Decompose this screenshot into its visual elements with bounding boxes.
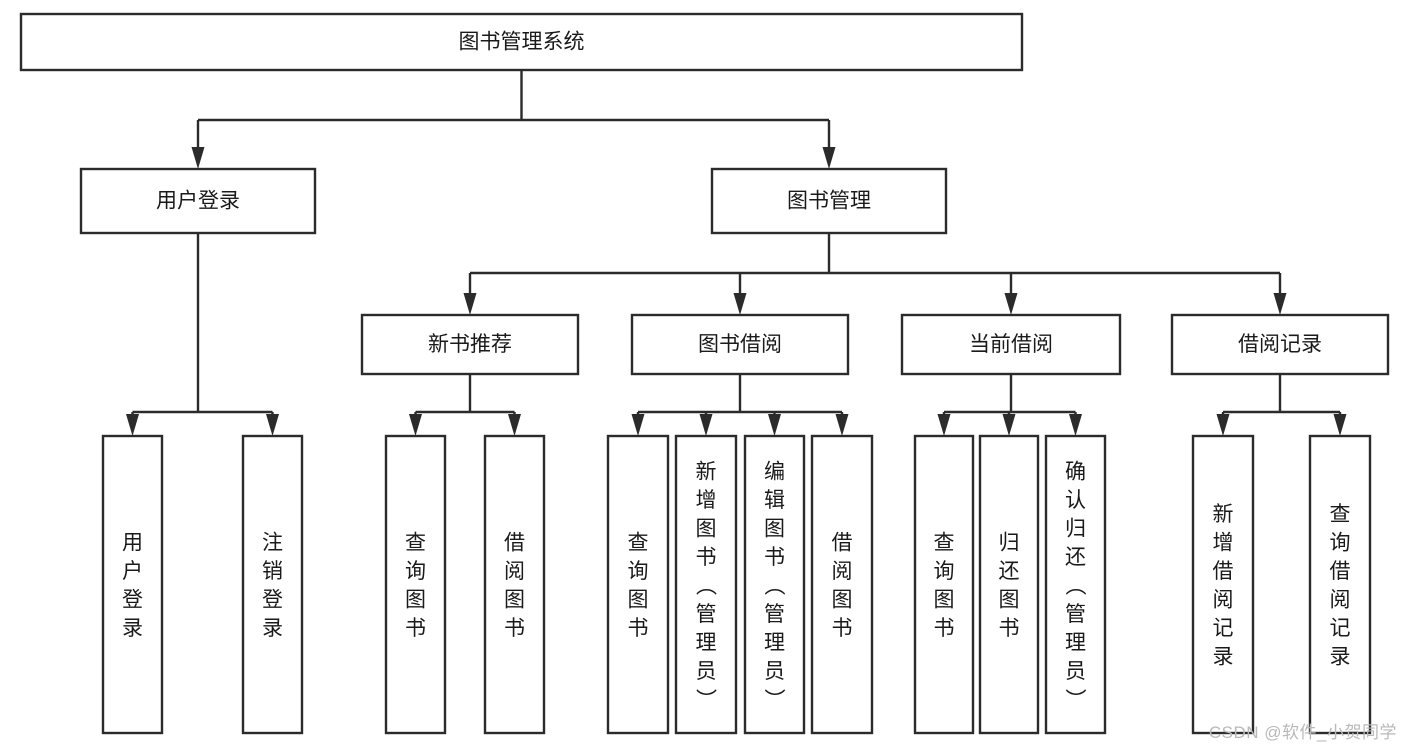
node-layer: 图书管理系统用户登录图书管理新书推荐图书借阅当前借阅借阅记录用户登录注销登录查询… — [19, 12, 1390, 735]
node-box — [384, 434, 447, 735]
node-label: 查询图书 — [405, 532, 426, 641]
node-label: 借阅记录 — [1238, 333, 1322, 356]
node-box — [483, 434, 546, 735]
node-leaf_8[interactable]: 查询图书 — [913, 434, 975, 735]
node-label: 新增借阅记录 — [1213, 503, 1234, 669]
node-leaf_6[interactable]: 编辑图书（管理员） — [743, 434, 806, 735]
node-label: 查询图书 — [934, 532, 955, 641]
arrowhead-icon — [191, 147, 205, 169]
node-l3_1[interactable]: 图书借阅 — [630, 313, 850, 376]
arrowhead-icon — [631, 414, 645, 436]
node-box — [1308, 434, 1372, 735]
node-label: 归还图书 — [999, 532, 1020, 641]
node-label: 新增图书（管理员） — [696, 460, 718, 711]
node-box — [978, 434, 1040, 735]
connector-layer — [126, 70, 1347, 436]
node-label: 图书管理系统 — [459, 31, 585, 54]
arrowhead-icon — [266, 414, 279, 436]
arrowhead-icon — [1004, 293, 1018, 315]
node-box — [101, 434, 164, 735]
arrowhead-icon — [822, 147, 836, 169]
node-label: 图书借阅 — [698, 333, 782, 356]
node-label: 借阅图书 — [504, 532, 525, 641]
node-l2_1[interactable]: 图书管理 — [710, 167, 948, 235]
node-box — [1170, 313, 1390, 376]
node-leaf_12[interactable]: 查询借阅记录 — [1308, 434, 1372, 735]
node-box — [1044, 434, 1107, 735]
node-label: 借阅图书 — [832, 532, 853, 641]
node-box — [900, 313, 1122, 376]
arrowhead-icon — [699, 414, 713, 436]
node-label: 注销登录 — [262, 532, 283, 641]
arrowhead-icon — [463, 293, 477, 315]
node-box — [674, 434, 738, 735]
node-leaf_3[interactable]: 借阅图书 — [483, 434, 546, 735]
node-leaf_2[interactable]: 查询图书 — [384, 434, 447, 735]
node-l2_0[interactable]: 用户登录 — [79, 167, 317, 235]
node-label: 编辑图书（管理员） — [764, 460, 786, 711]
watermark-credit: CSDN @软件_小贺同学 — [1208, 723, 1397, 742]
node-box — [241, 434, 304, 735]
node-label: 查询图书 — [628, 532, 649, 641]
arrowhead-icon — [126, 414, 139, 436]
arrowhead-icon — [409, 414, 422, 436]
node-leaf_4[interactable]: 查询图书 — [606, 434, 670, 735]
arrowhead-icon — [768, 414, 781, 436]
node-box — [360, 313, 580, 376]
node-box — [710, 167, 948, 235]
node-l3_3[interactable]: 借阅记录 — [1170, 313, 1390, 376]
node-l3_2[interactable]: 当前借阅 — [900, 313, 1122, 376]
arrowhead-icon — [1002, 414, 1016, 436]
arrowhead-icon — [1069, 414, 1082, 436]
node-box — [1191, 434, 1255, 735]
node-box — [913, 434, 975, 735]
node-box — [19, 12, 1024, 72]
node-root[interactable]: 图书管理系统 — [19, 12, 1024, 72]
node-box — [79, 167, 317, 235]
node-label: 确认归还（管理员） — [1065, 460, 1087, 711]
node-label: 查询借阅记录 — [1330, 503, 1351, 669]
node-leaf_0[interactable]: 用户登录 — [101, 434, 164, 735]
node-box — [606, 434, 670, 735]
node-box — [743, 434, 806, 735]
node-box — [810, 434, 874, 735]
arrowhead-icon — [733, 293, 747, 315]
node-leaf_9[interactable]: 归还图书 — [978, 434, 1040, 735]
node-label: 图书管理 — [787, 190, 871, 213]
node-leaf_10[interactable]: 确认归还（管理员） — [1044, 434, 1107, 735]
node-box — [630, 313, 850, 376]
arrowhead-icon — [1273, 293, 1287, 315]
arrowhead-icon — [508, 414, 521, 436]
node-leaf_7[interactable]: 借阅图书 — [810, 434, 874, 735]
node-l3_0[interactable]: 新书推荐 — [360, 313, 580, 376]
arrowhead-icon — [1216, 414, 1230, 436]
node-label: 用户登录 — [122, 532, 143, 641]
node-label: 新书推荐 — [428, 333, 512, 356]
node-label: 当前借阅 — [969, 333, 1053, 356]
arrowhead-icon — [937, 414, 951, 436]
node-leaf_11[interactable]: 新增借阅记录 — [1191, 434, 1255, 735]
arrowhead-icon — [1333, 414, 1347, 436]
node-leaf_5[interactable]: 新增图书（管理员） — [674, 434, 738, 735]
node-label: 用户登录 — [156, 190, 240, 213]
node-leaf_1[interactable]: 注销登录 — [241, 434, 304, 735]
arrowhead-icon — [835, 414, 849, 436]
